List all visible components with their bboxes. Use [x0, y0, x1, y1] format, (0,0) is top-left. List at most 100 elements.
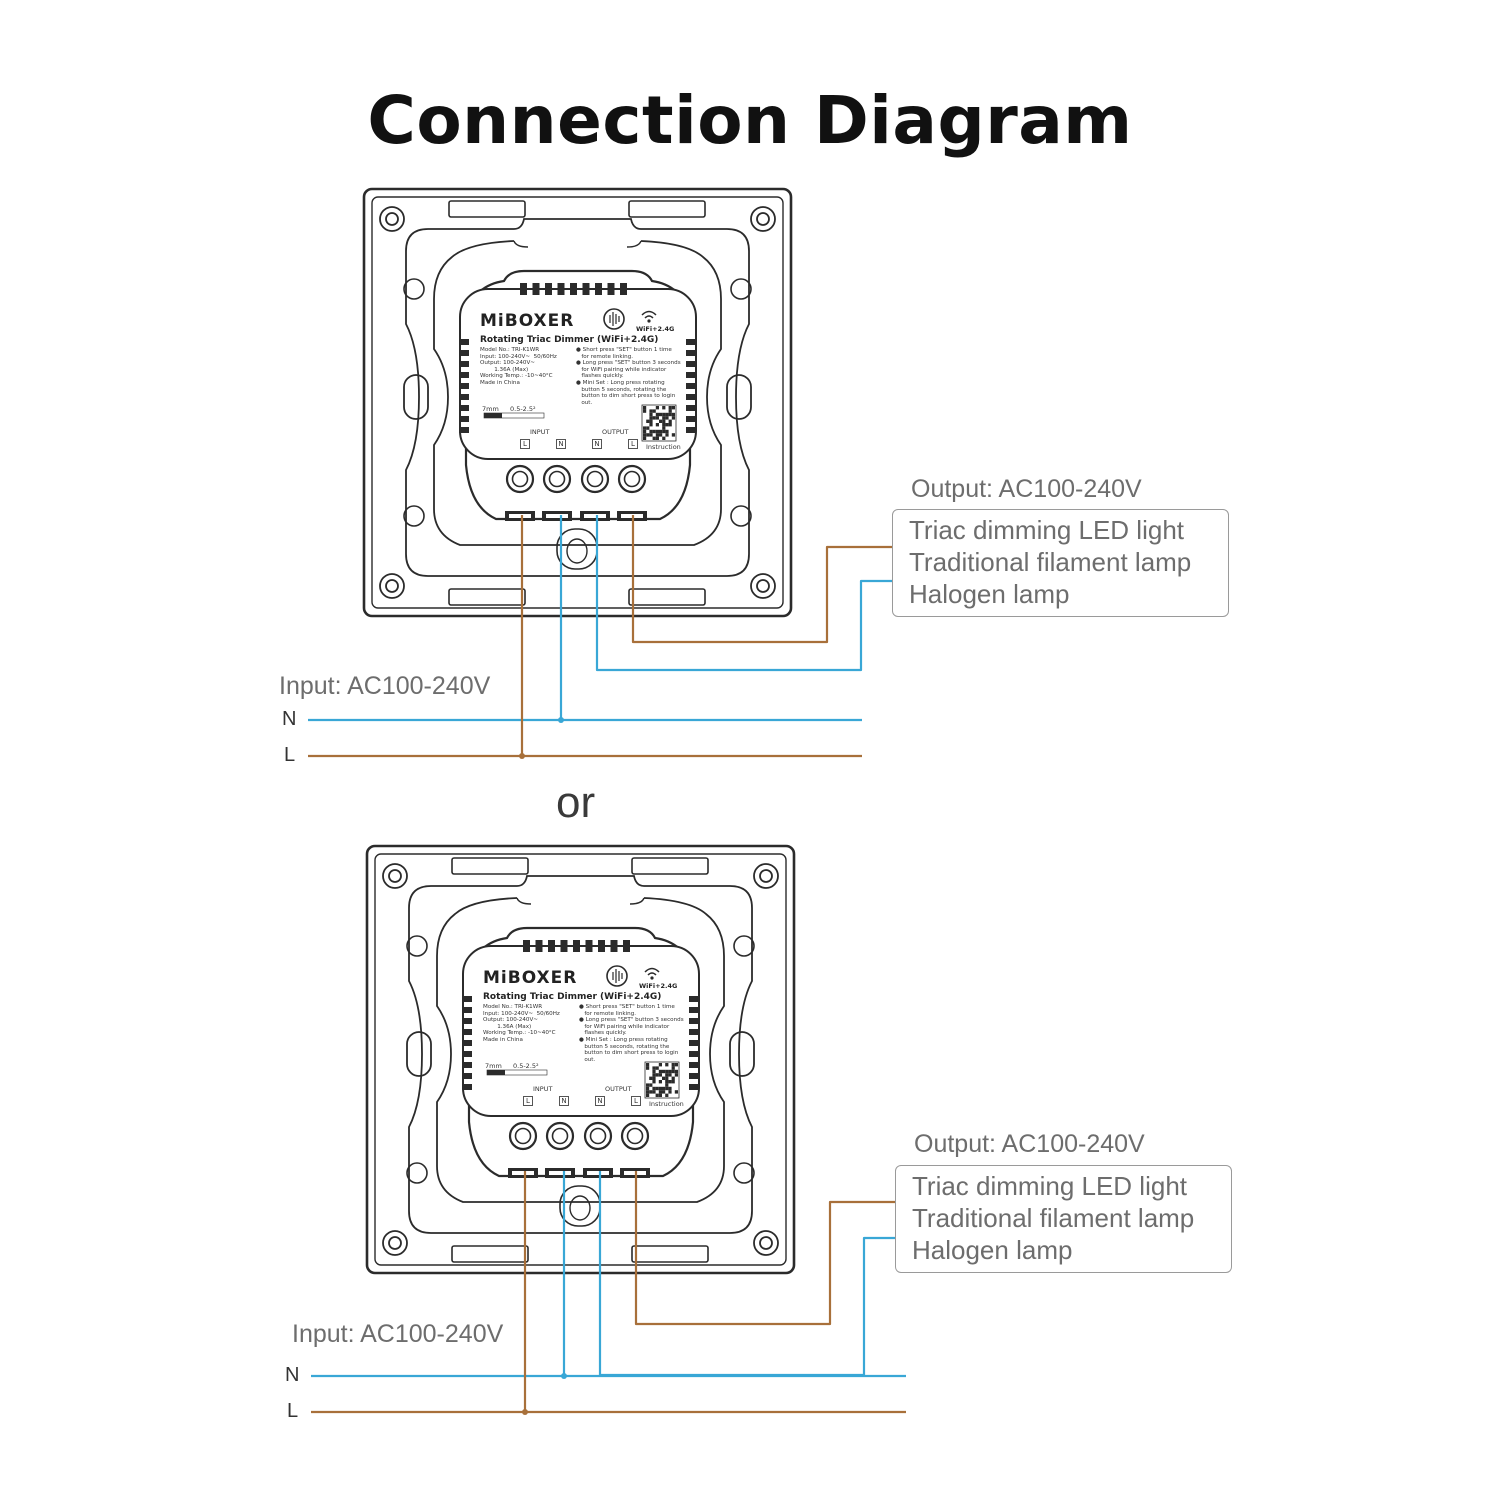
module-output-label: OUTPUT: [602, 428, 629, 436]
qr-cell: [665, 1093, 669, 1097]
qr-cell: [662, 406, 666, 410]
qr-cell: [674, 1063, 678, 1067]
terminal-label: L: [520, 439, 530, 449]
qr-cell: [662, 1069, 666, 1074]
junction-dot: [558, 717, 564, 723]
rim-detail: [516, 897, 532, 905]
module-pin: [686, 394, 696, 400]
module-pin: [462, 1040, 472, 1046]
module-pin: [557, 283, 565, 295]
module-pin: [462, 1062, 472, 1068]
qr-cell: [643, 409, 647, 413]
module-pin: [607, 283, 615, 295]
qr-cell: [671, 1069, 675, 1074]
mounting-slot: [403, 374, 429, 420]
qr-cell: [649, 416, 653, 420]
module-pin: [686, 383, 696, 389]
outer-frame: [365, 844, 796, 1275]
junction-dot: [561, 1373, 567, 1379]
qr-cell: [658, 1080, 662, 1084]
module-pin: [459, 372, 469, 378]
mounting-hole: [733, 935, 755, 957]
module-pin: [689, 1007, 699, 1013]
live-label: L: [284, 744, 296, 766]
qr-cell: [658, 1063, 662, 1067]
module-pin: [459, 416, 469, 422]
module-pin: [686, 350, 696, 356]
qr-cell: [659, 433, 663, 437]
qr-cell: [674, 1090, 678, 1094]
module-pin: [532, 283, 540, 295]
module-pin: [523, 940, 530, 952]
module-pin: [689, 1018, 699, 1024]
inner-frame: [371, 196, 784, 609]
qr-cell: [662, 1090, 666, 1094]
terminal-label: N: [559, 1096, 569, 1106]
qr-cell: [662, 429, 666, 434]
corner-screw-hole: [388, 1236, 402, 1250]
qr-cell: [665, 412, 669, 417]
qr-cell: [668, 409, 672, 413]
output-neutral-wire: [598, 1171, 895, 1377]
qr-cell: [665, 1063, 669, 1067]
module-pin: [689, 996, 699, 1002]
qr-cell: [646, 433, 650, 437]
wifi-icon-dot: [647, 319, 651, 323]
mounting-clip: [451, 857, 529, 875]
terminal-screw-head: [589, 1127, 607, 1145]
module-instruction-label: Instruction: [646, 443, 681, 451]
module-pin: [462, 1007, 472, 1013]
mounting-clip: [448, 588, 526, 606]
molded-inner-rim: [433, 240, 722, 546]
terminal-screw-head: [511, 470, 529, 488]
module-pin: [459, 339, 469, 345]
corner-screw: [379, 573, 405, 599]
sound-icon: [606, 965, 628, 987]
center-post-hole: [566, 538, 588, 564]
mounting-clip: [448, 200, 526, 218]
module-input-label: INPUT: [533, 1085, 553, 1093]
corner-screw: [750, 573, 776, 599]
strip-gauge-fill: [487, 1070, 505, 1075]
qr-cell: [665, 1086, 669, 1091]
mounting-hole: [733, 1162, 755, 1184]
module-pin: [462, 1084, 472, 1090]
module-pin: [459, 427, 469, 433]
module-pin: [570, 283, 577, 295]
qr-cell: [668, 1080, 672, 1084]
qr-cell: [646, 1083, 650, 1087]
qr-cell: [643, 406, 647, 410]
module-product-name: Rotating Triac Dimmer (WiFi+2.4G): [483, 992, 662, 1002]
qr-cell: [649, 1076, 653, 1080]
mounting-slot: [406, 1031, 432, 1077]
mounting-hole: [403, 505, 425, 527]
qr-cell: [649, 433, 653, 437]
qr-cell: [655, 1086, 659, 1091]
terminal-screw-head: [551, 1127, 569, 1145]
qr-cell: [658, 1093, 662, 1097]
qr-cell: [668, 406, 672, 410]
wire-clamp-slot: [587, 1171, 609, 1175]
mounting-clip: [631, 857, 709, 875]
molded-inner-rim: [436, 897, 725, 1203]
module-pin: [582, 283, 590, 295]
qr-cell: [649, 412, 653, 417]
diagram-title: Connection Diagram: [367, 82, 1133, 159]
qr-cell: [671, 406, 675, 410]
terminal-screw-head: [586, 470, 604, 488]
qr-cell: [658, 1090, 662, 1094]
mounting-slot: [729, 1031, 755, 1077]
qr-cell: [652, 409, 656, 413]
module-pin: [545, 283, 552, 295]
qr-cell: [655, 429, 659, 434]
terminal-label: N: [556, 439, 566, 449]
wire-clamp-slot: [509, 514, 531, 518]
module-pin: [686, 427, 696, 433]
strip-gauge-fill: [484, 413, 502, 418]
qr-cell: [662, 1076, 666, 1080]
load-box: Triac dimming LED light Traditional fila…: [892, 509, 1229, 617]
module-notes: ● Short press "SET" button 1 time for re…: [576, 347, 681, 406]
qr-cell: [646, 1090, 650, 1094]
terminal-screw-head: [548, 470, 566, 488]
qr-cell: [665, 429, 669, 434]
